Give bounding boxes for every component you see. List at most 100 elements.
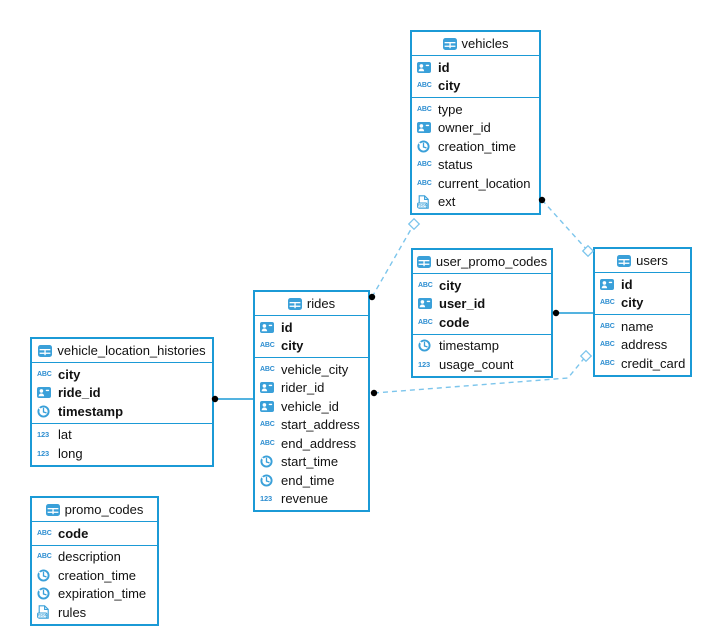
id-card-icon	[260, 321, 274, 333]
type-icon-cell: ABC	[600, 360, 617, 367]
table-header-vehicles[interactable]: vehicles	[412, 32, 539, 56]
column-row-creation_time[interactable]: creation_time	[32, 566, 157, 585]
type-icon-cell	[600, 278, 617, 290]
table-header-users[interactable]: users	[595, 249, 690, 273]
column-row-city[interactable]: ABC city	[32, 365, 212, 384]
column-row-vehicle_id[interactable]: vehicle_id	[255, 397, 368, 416]
column-row-id[interactable]: id	[595, 275, 690, 294]
column-row-id[interactable]: id	[412, 58, 539, 77]
id-card-icon	[260, 400, 274, 412]
json-type-icon: JSON	[37, 605, 49, 619]
table-header-rides[interactable]: rides	[255, 292, 368, 316]
timestamp-type-icon	[37, 587, 50, 600]
column-row-creation_time[interactable]: creation_time	[412, 137, 539, 156]
column-name: start_address	[281, 417, 360, 433]
type-icon-cell: ABC	[37, 371, 54, 378]
column-row-expiration_time[interactable]: expiration_time	[32, 585, 157, 604]
column-name: city	[438, 78, 461, 94]
column-name: city	[439, 277, 462, 293]
type-icon-cell: ABC	[417, 161, 434, 168]
type-icon-cell	[37, 569, 54, 582]
text-type-icon: ABC	[600, 322, 615, 330]
relation-line	[541, 199, 589, 252]
type-icon-cell	[260, 400, 277, 412]
column-row-end_time[interactable]: end_time	[255, 471, 368, 490]
id-card-icon	[417, 122, 431, 134]
type-icon-cell: ABC	[417, 106, 434, 113]
column-row-timestamp[interactable]: timestamp	[413, 337, 551, 356]
relation-line	[371, 223, 415, 298]
column-name: code	[58, 525, 89, 541]
relation-dot-end	[370, 389, 378, 397]
column-name: user_id	[439, 296, 486, 312]
type-icon-cell	[260, 474, 277, 487]
column-row-id[interactable]: id	[255, 318, 368, 337]
table-header-promo_codes[interactable]: promo_codes	[32, 498, 157, 522]
type-icon-cell: ABC	[417, 82, 434, 89]
column-name: vehicle_id	[281, 398, 339, 414]
type-icon-cell: 123	[37, 431, 54, 439]
column-row-ride_id[interactable]: ride_id	[32, 384, 212, 403]
column-name: city	[58, 366, 81, 382]
number-type-icon: 123	[418, 359, 430, 369]
id-card-icon	[600, 278, 614, 290]
column-row-rider_id[interactable]: rider_id	[255, 379, 368, 398]
column-row-timestamp[interactable]: timestamp	[32, 402, 212, 421]
column-row-owner_id[interactable]: owner_id	[412, 119, 539, 138]
column-row-city[interactable]: ABC city	[412, 77, 539, 96]
text-type-icon: ABC	[417, 82, 432, 90]
type-icon-cell	[37, 387, 54, 399]
column-name: description	[58, 549, 121, 565]
column-row-start_time[interactable]: start_time	[255, 453, 368, 472]
relation-diamond-end	[579, 349, 593, 363]
timestamp-type-icon	[260, 474, 273, 487]
text-type-icon: ABC	[37, 529, 52, 537]
column-row-code[interactable]: ABC code	[32, 524, 157, 543]
relation-user_promo_codes-users[interactable]	[552, 309, 593, 317]
table-header-user_promo_codes[interactable]: user_promo_codes	[413, 250, 551, 274]
relation-diamond-end	[581, 244, 595, 258]
table-icon	[416, 255, 431, 268]
type-icon-cell: ABC	[37, 553, 54, 560]
type-icon-cell	[37, 405, 54, 418]
relation-vehicle_location_histories-rides[interactable]	[211, 395, 253, 403]
column-name: start_time	[281, 454, 339, 470]
column-name: vehicle_city	[281, 361, 349, 377]
column-row-user_id[interactable]: user_id	[413, 295, 551, 314]
column-name: timestamp	[58, 403, 124, 419]
column-row-description[interactable]: ABC description	[32, 548, 157, 567]
table-header-vehicle_location_histories[interactable]: vehicle_location_histories	[32, 339, 212, 363]
type-icon-cell	[37, 587, 54, 600]
